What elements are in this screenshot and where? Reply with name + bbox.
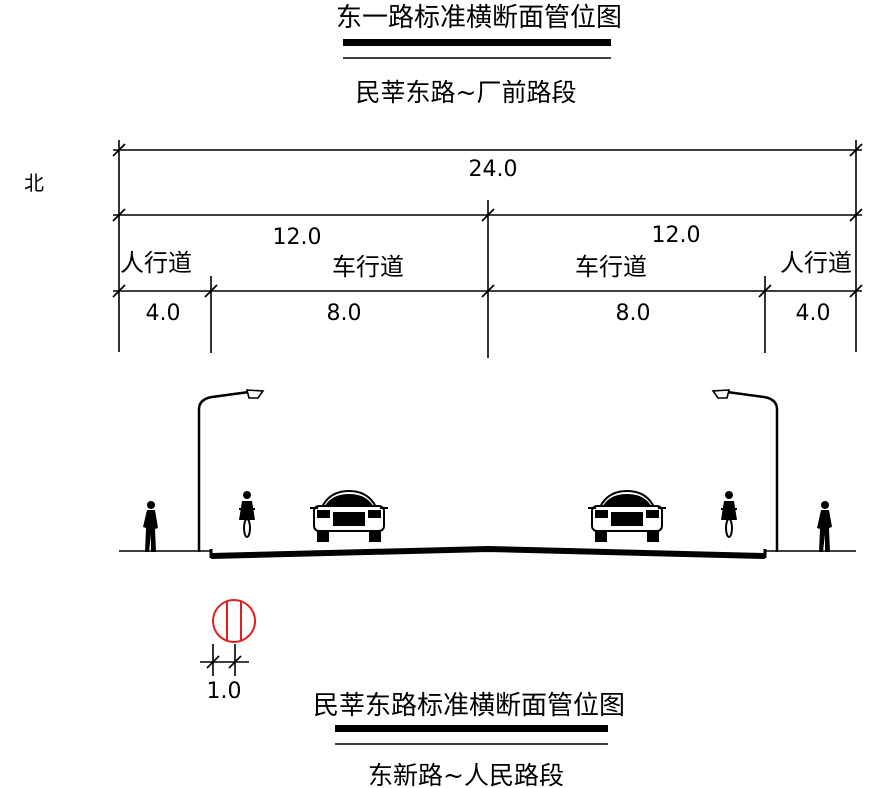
dim-carriageway-right: 8.0 — [616, 301, 651, 326]
dim-half-left: 12.0 — [273, 225, 322, 250]
label-carriageway-left: 车行道 — [332, 253, 404, 281]
label-sidewalk-left: 人行道 — [120, 249, 192, 277]
cyclist-left-icon — [239, 491, 255, 538]
drawing-title: 东一路标准横断面管位图 — [336, 3, 622, 33]
label-carriageway-right: 车行道 — [575, 253, 647, 281]
dim-sidewalk-right: 4.0 — [796, 301, 831, 326]
street-lamp-right-icon — [711, 389, 779, 552]
pedestrian-left-icon — [143, 501, 158, 552]
car-right-icon — [588, 489, 666, 542]
cyclist-right-icon — [721, 491, 737, 538]
pedestrian-right-icon — [817, 501, 832, 552]
street-lamp-left-icon — [197, 389, 265, 552]
dimension-ticks — [112, 143, 863, 298]
dim-sidewalk-left: 4.0 — [146, 301, 181, 326]
label-sidewalk-right: 人行道 — [780, 249, 852, 277]
pipe-symbol-icon — [212, 599, 256, 643]
north-label: 北 — [24, 171, 44, 195]
pipe-dimension-value: 1.0 — [207, 679, 242, 704]
title-underline-thick — [343, 39, 611, 46]
footer-subtitle: 东新路~人民路段 — [368, 761, 564, 788]
footer-title: 民莘东路标准横断面管位图 — [313, 691, 625, 721]
dim-half-right: 12.0 — [652, 223, 701, 248]
carriageway-surface — [210, 545, 766, 559]
dim-total: 24.0 — [469, 157, 518, 182]
dim-carriageway-left: 8.0 — [327, 301, 362, 326]
car-left-icon — [310, 489, 388, 542]
drawing-subtitle: 民莘东路~厂前路段 — [356, 78, 577, 107]
footer-underline-thick — [335, 725, 608, 732]
pipe-dimension-lines — [200, 644, 249, 676]
